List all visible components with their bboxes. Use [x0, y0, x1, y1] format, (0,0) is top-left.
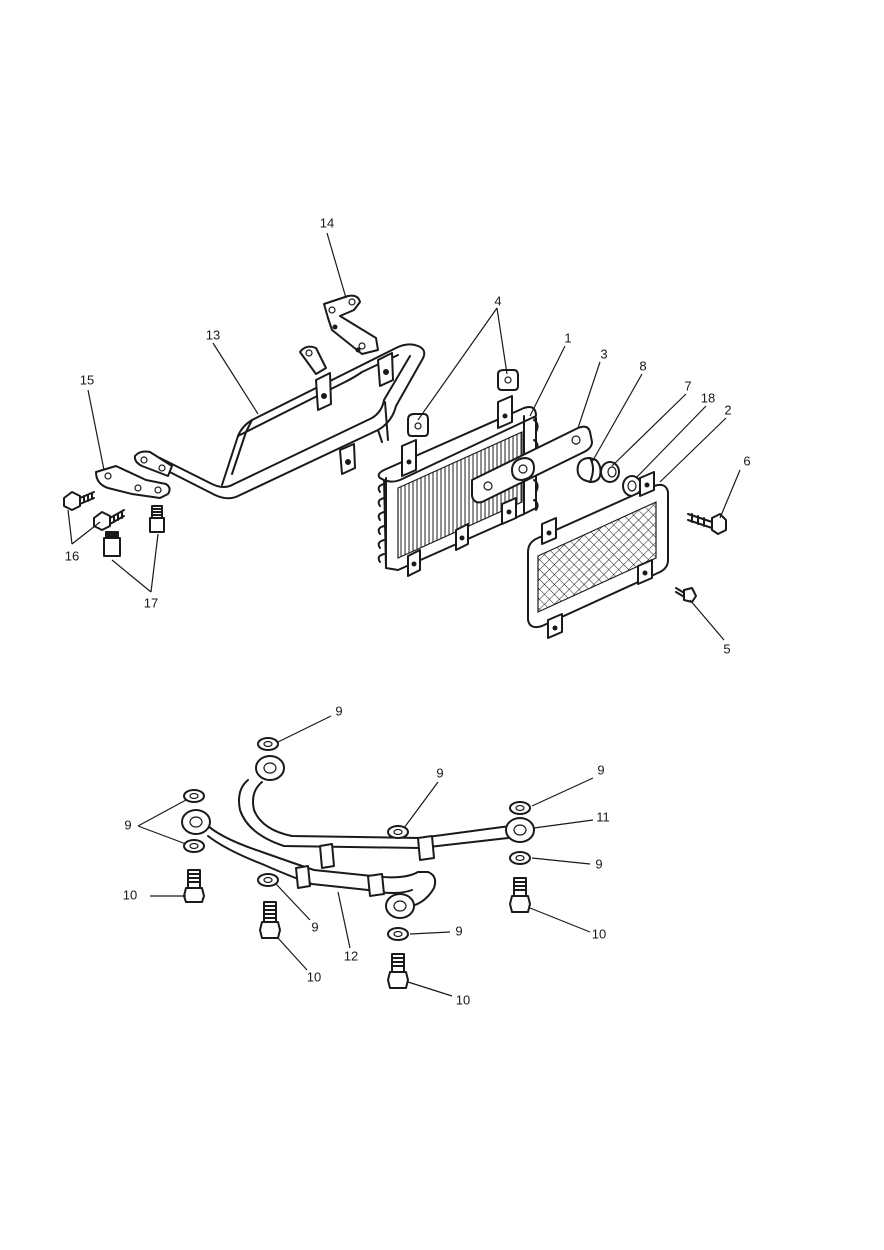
banjo-fitting-part-11	[505, 817, 535, 843]
mounting-plate-part-3	[471, 425, 593, 504]
callout-6: 6	[743, 453, 750, 468]
oil-cooler-part-1	[377, 395, 539, 577]
oil-pipe-part-12	[205, 779, 511, 907]
callout-16: 16	[65, 548, 79, 563]
callout-1: 1	[564, 330, 571, 345]
callout-17: 17	[144, 595, 158, 610]
stud-part-17b	[149, 505, 165, 533]
callout-9-f: 9	[311, 919, 318, 934]
callout-9-b: 9	[436, 765, 443, 780]
callout-14: 14	[320, 215, 334, 230]
grommet-part-8	[576, 457, 602, 483]
mounting-frame-part-13	[133, 343, 426, 500]
bolt-part-16a	[63, 491, 95, 511]
mesh-guard-part-2	[527, 471, 669, 639]
banjo-fitting-left	[181, 809, 211, 835]
callout-9-g: 9	[455, 923, 462, 938]
banjo-bolt-part-10d	[387, 953, 409, 989]
banjo-bolt-part-10a	[183, 869, 205, 903]
banjo-fitting-lower	[385, 893, 415, 919]
grommet-part-4a	[407, 413, 429, 437]
callout-2: 2	[724, 402, 731, 417]
callout-15: 15	[80, 372, 94, 387]
callout-11: 11	[596, 809, 610, 824]
screw-part-5	[675, 587, 697, 603]
leader-lines	[67, 232, 741, 997]
callout-10-d: 10	[456, 992, 470, 1007]
callout-9-d: 9	[124, 817, 131, 832]
collar-part-7	[600, 461, 620, 483]
bolt-part-16b	[93, 509, 125, 531]
washer-part-9	[183, 737, 531, 941]
banjo-bolt-part-10c	[509, 877, 531, 913]
callout-7: 7	[684, 378, 691, 393]
callout-13: 13	[206, 327, 220, 342]
banjo-fitting-upper-left	[255, 755, 285, 781]
callout-10-a: 10	[123, 887, 137, 902]
bracket-plate-part-15	[95, 465, 171, 499]
callout-4: 4	[494, 293, 501, 308]
callout-9-e: 9	[595, 856, 602, 871]
callout-10-b: 10	[592, 926, 606, 941]
callout-8: 8	[639, 358, 646, 373]
callout-12: 12	[344, 948, 358, 963]
callout-18: 18	[701, 390, 715, 405]
callout-9-c: 9	[597, 762, 604, 777]
grommet-part-4b	[497, 369, 519, 391]
callout-labels: 14 4 1 3 8 7 18 2 6 5 13 15 16 17 9 9 9 …	[65, 215, 751, 1007]
banjo-bolt-part-10b	[259, 901, 281, 939]
bolt-part-6	[687, 513, 727, 535]
callout-3: 3	[600, 346, 607, 361]
stud-part-17a	[103, 531, 121, 557]
bracket-part-14	[323, 294, 379, 355]
callout-5: 5	[723, 641, 730, 656]
callout-9-a: 9	[335, 703, 342, 718]
callout-10-c: 10	[307, 969, 321, 984]
